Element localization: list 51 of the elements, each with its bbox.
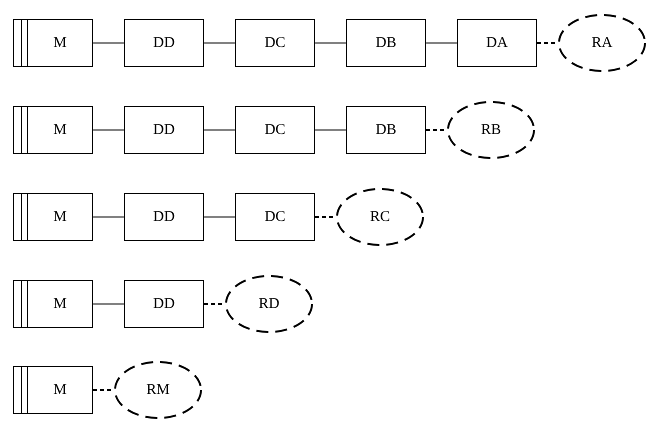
connector-line [204,42,236,44]
dashed-connector [426,129,447,131]
process-box [346,106,426,154]
node-label: DD [153,34,175,52]
connector-line [314,42,346,44]
process-box [457,19,537,67]
module-box [13,193,93,241]
node-label: RD [258,296,280,312]
node-label: RA [592,34,612,52]
dashed-connector [93,389,114,391]
node-label: M [53,208,67,226]
process-box [235,19,315,67]
node-label: DD [153,122,175,138]
node-label: DC [264,122,286,138]
node-label: M [53,122,67,138]
module-box [13,366,93,414]
node-label: RB [480,122,501,138]
module-box [13,280,93,328]
node-label: DB [376,34,396,52]
dashed-ellipse [447,101,535,159]
dashed-connector [315,216,336,218]
process-box [346,19,426,67]
dashed-ellipse [336,188,424,246]
process-box [124,193,204,241]
connector-line [204,216,236,218]
node-label: DA [486,34,508,52]
node-label: DC [264,34,286,52]
module-box [13,19,93,67]
node-label: RM [146,382,170,398]
node-label: DD [153,296,175,312]
node-label: DD [153,208,175,226]
node-label: DB [376,122,396,138]
process-box [235,106,315,154]
node-label: M [53,382,67,398]
dashed-ellipse [114,361,202,419]
connector-line [92,216,124,218]
node-label: M [53,296,67,312]
node-label: RC [370,208,390,226]
process-box [124,106,204,154]
dashed-connector [204,303,225,305]
dashed-ellipse [558,14,646,72]
node-label: M [53,34,67,52]
dashed-ellipse [225,275,313,333]
dashed-connector [537,42,558,44]
connector-line [426,42,458,44]
process-box [124,280,204,328]
process-box [235,193,315,241]
node-label: DC [264,208,286,226]
module-box [13,106,93,154]
process-box [124,19,204,67]
connector-line [92,42,124,44]
